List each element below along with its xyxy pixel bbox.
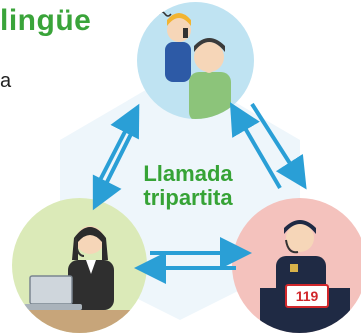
callers-figures-icon: [158, 11, 231, 119]
center-label-line1: Llamada: [143, 161, 233, 186]
arrow-right-down: [250, 102, 307, 190]
flow-arrows: [92, 102, 307, 284]
arrow-right-up: [229, 102, 282, 190]
center-label: Llamada tripartita: [128, 162, 248, 210]
callers-illustration: [137, 2, 254, 119]
side-text-fragment: a: [0, 70, 12, 92]
emergency-number-sign: 119: [285, 284, 329, 308]
arrow-left-down: [92, 127, 136, 211]
interpreter-illustration: [12, 198, 147, 333]
dispatcher-illustration: [232, 198, 361, 333]
center-label-line2: tripartita: [143, 185, 233, 210]
page-title: lingüe: [0, 4, 92, 37]
arrow-left-up: [94, 103, 140, 189]
